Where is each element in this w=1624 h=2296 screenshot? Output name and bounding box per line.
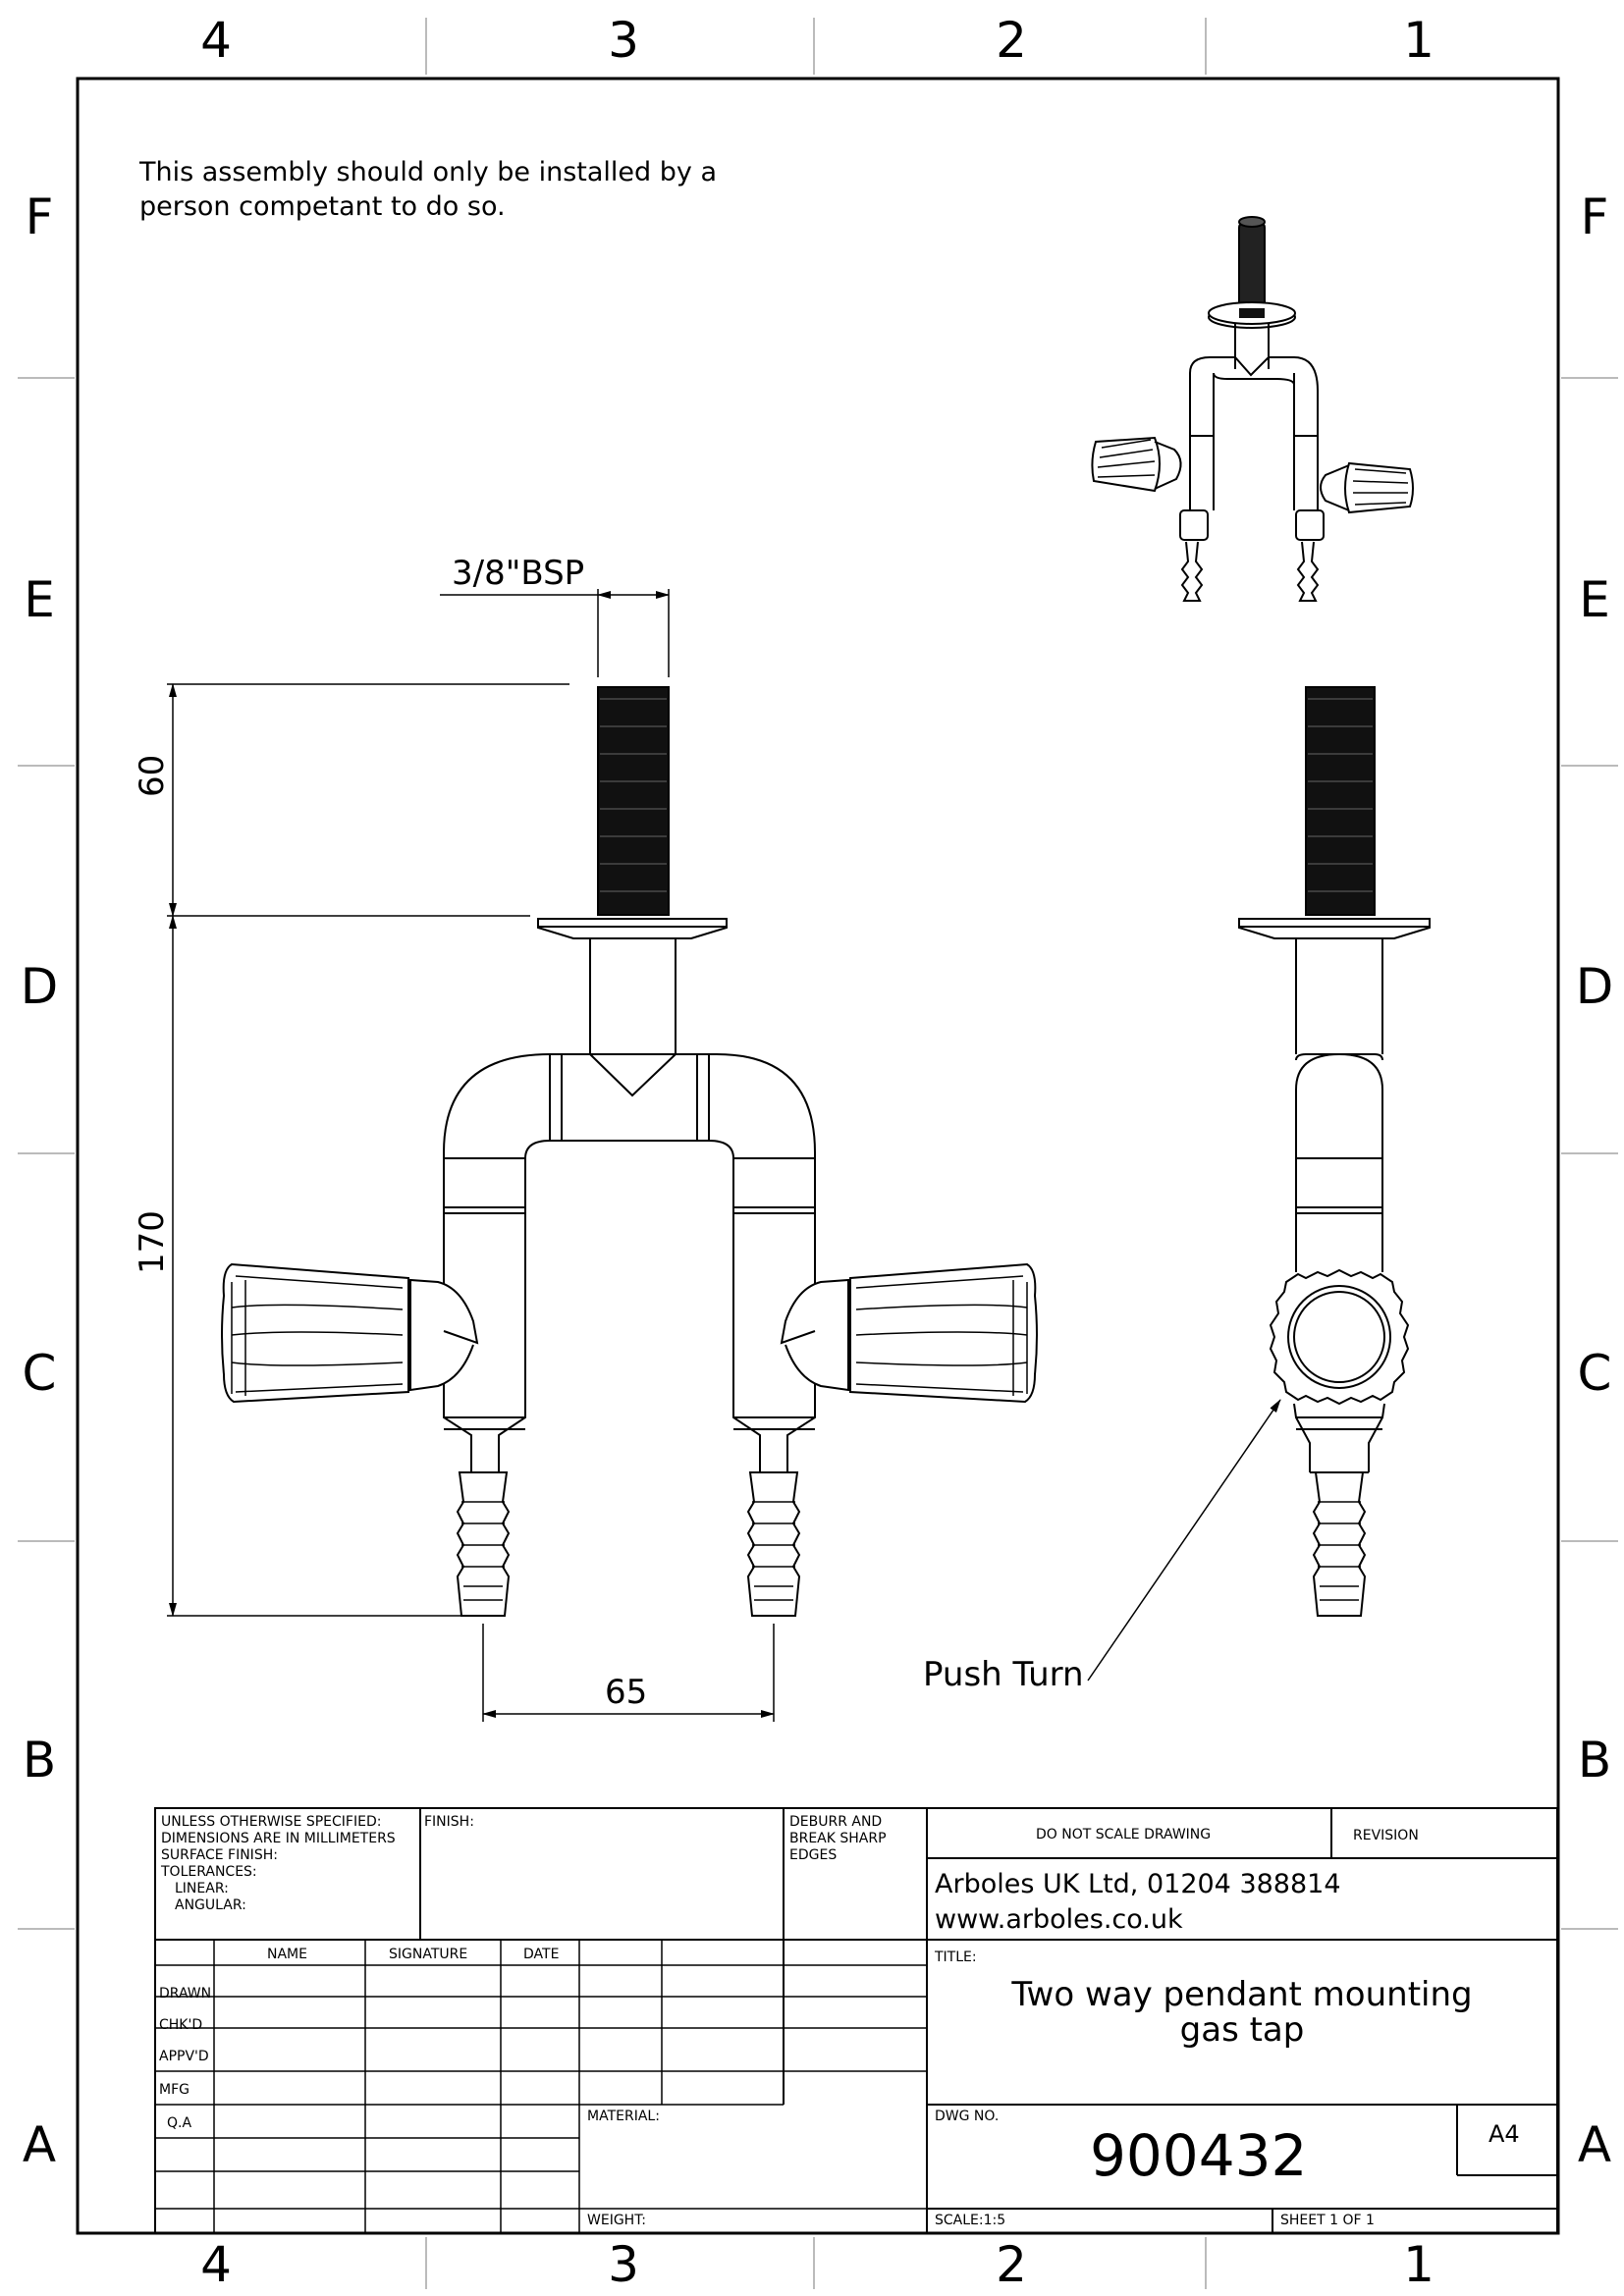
zone-row-e-left: E [24,571,55,628]
dwg-no-label: DWG NO. [935,2109,1000,2124]
company-line-2: www.arboles.co.uk [935,1904,1183,1935]
col-header-date: DATE [523,1947,560,1962]
zone-row-e-right: E [1579,571,1610,628]
drawing-title-line-2: gas tap [1179,2010,1305,2050]
zone-col-2-bottom: 2 [996,2236,1027,2293]
general-notes: UNLESS OTHERWISE SPECIFIED: DIMENSIONS A… [161,1814,396,1913]
role-mfg: MFG [159,2082,189,2098]
zone-row-d-left: D [20,958,59,1015]
zone-col-4-bottom: 4 [200,2236,232,2293]
sheet-size: A4 [1489,2120,1520,2148]
zone-row-c-left: C [22,1345,57,1402]
isometric-view [1091,216,1414,602]
knob-right [849,1262,1038,1404]
zone-row-d-right: D [1575,958,1614,1015]
dim-height-upper-label: 60 [133,754,172,797]
front-view [221,686,1038,1617]
zone-row-f-right: F [1580,188,1609,245]
mounting-flange [537,918,728,939]
zone-row-f-left: F [25,188,54,245]
do-not-scale-label: DO NOT SCALE DRAWING [1036,1827,1212,1842]
zone-col-2-top: 2 [996,12,1027,69]
dim-height-lower-label: 170 [133,1210,172,1274]
role-checked: CHK'D [159,2017,203,2033]
zone-row-b-right: B [1577,1732,1612,1789]
zone-col-1-top: 1 [1403,12,1435,69]
push-turn-callout: Push Turn [923,1655,1084,1694]
drawing-title-line-1: Two way pendant mounting [1011,1975,1473,2014]
zone-ticks [18,18,1618,2289]
deburr-note: DEBURR AND BREAK SHARP EDGES [789,1814,887,1863]
weight-label: WEIGHT: [587,2213,646,2228]
role-drawn: DRAWN [159,1986,212,2002]
zone-col-3-top: 3 [608,12,639,69]
col-header-signature: SIGNATURE [389,1947,468,1962]
threaded-stem [597,686,670,916]
zone-col-4-top: 4 [200,12,232,69]
scale-label: SCALE:1:5 [935,2213,1006,2228]
zone-col-3-bottom: 3 [608,2236,639,2293]
zone-row-a-right: A [1577,2116,1612,2173]
hose-barb-left [456,1471,511,1617]
dim-thread-label: 3/8"BSP [452,554,585,593]
company-line-1: Arboles UK Ltd, 01204 388814 [935,1869,1341,1899]
installation-note: This assembly should only be installed b… [139,157,718,222]
zone-col-1-bottom: 1 [1403,2236,1435,2293]
dim-spacing-label: 65 [605,1673,648,1712]
drawing-number: 900432 [1090,2122,1308,2189]
dimension-lines [167,589,1281,1722]
revision-label: REVISION [1353,1828,1419,1843]
knob-left [221,1262,409,1404]
title-block [154,1807,1558,2234]
role-approved: APPV'D [159,2049,209,2064]
material-label: MATERIAL: [587,2109,660,2124]
zone-row-a-left: A [22,2116,57,2173]
zone-row-b-left: B [22,1732,57,1789]
side-view [1238,686,1431,1617]
zone-row-c-right: C [1577,1345,1612,1402]
role-qa: Q.A [167,2115,192,2131]
title-label: TITLE: [935,1949,977,1965]
hose-barb-right [746,1471,801,1617]
finish-label: FINISH: [424,1814,474,1830]
sheet-label: SHEET 1 OF 1 [1280,2213,1375,2228]
col-header-name: NAME [267,1947,307,1962]
